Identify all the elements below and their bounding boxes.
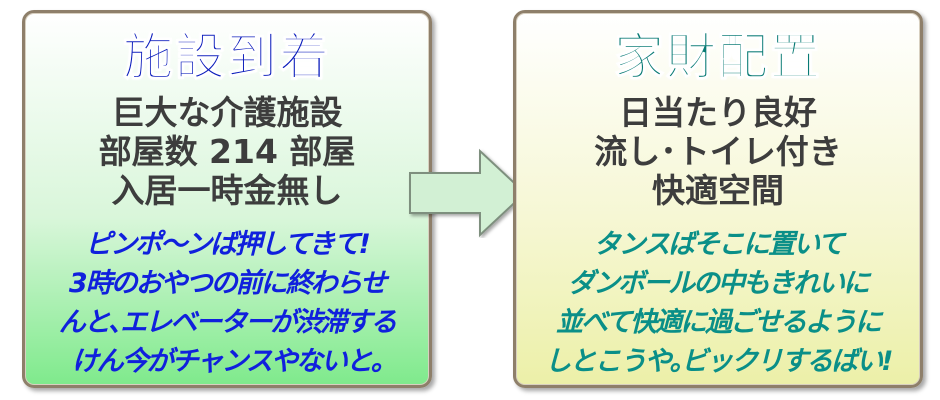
info-line: 巨大な介護施設 [111, 93, 343, 132]
info-list: 日当たり良好 流し･トイレ付き 快適空間 [516, 93, 920, 210]
info-line: 部屋数 214 部屋 [98, 132, 356, 171]
message-line: ピンポ～ンば押してきて! [85, 229, 371, 260]
message-line: 並べて快適に過ごせるように [556, 307, 882, 338]
card-title: 施設到着 [123, 28, 331, 87]
message-block: ピンポ～ンば押してきて! 3時のおやつの前に終わらせ んと､エレベーターが渋滞す… [25, 225, 429, 381]
message-line: しとこうや｡ビックリするばい! [544, 346, 894, 377]
message-line: タンスばそこに置いて [593, 229, 845, 260]
message-block: タンスばそこに置いて ダンボールの中もきれいに 並べて快適に過ごせるように しと… [516, 225, 920, 381]
info-line: 流し･トイレ付き [594, 132, 842, 171]
card-facility-arrival: 施設到着 巨大な介護施設 部屋数 214 部屋 入居一時金無し ピンポ～ンば押し… [22, 10, 432, 388]
message-line: ダンボールの中もきれいに [568, 268, 870, 299]
card-title: 家財配置 [614, 28, 822, 87]
message-line: 3時のおやつの前に終わらせ [68, 268, 387, 299]
message-line: んと､エレベーターが渋滞する [58, 307, 398, 338]
info-line: 日当たり良好 [619, 93, 817, 132]
info-list: 巨大な介護施設 部屋数 214 部屋 入居一時金無し [25, 93, 429, 210]
message-line: けん今がチャンスやないと｡ [71, 346, 385, 377]
right-arrow-icon [409, 148, 527, 238]
info-line: 入居一時金無し [111, 171, 343, 210]
info-line: 快適空間 [652, 171, 784, 210]
card-furniture-placement: 家財配置 日当たり良好 流し･トイレ付き 快適空間 タンスばそこに置いて ダンボ… [513, 10, 923, 388]
